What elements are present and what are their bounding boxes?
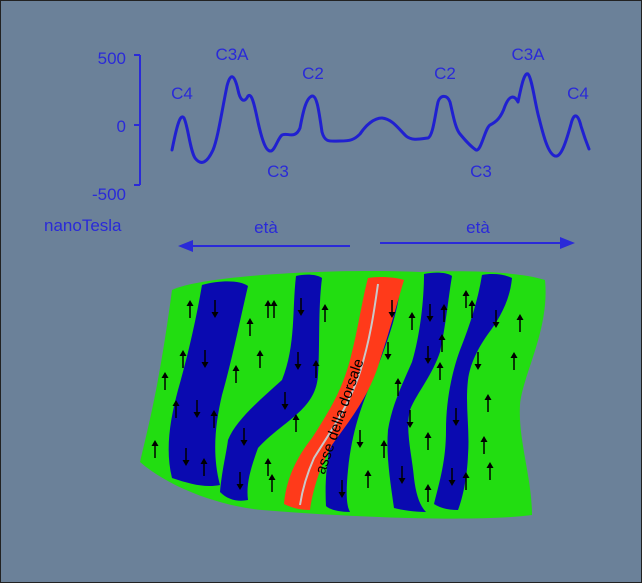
magnetic-profile: 500 0 -500 nanoTesla C4 C3A C3 C2 C2 C3A… [44,45,591,235]
arrow-head-up [468,300,476,306]
age-arrow-right-head [560,237,575,249]
arrow-head-down [211,312,219,318]
arrow-head-up [364,470,372,476]
arrow-head-down [492,322,500,328]
reversed-stripe-5 [434,274,512,510]
magnetic-anomaly-trace [170,72,591,164]
y-tick-label-500: 500 [98,49,126,68]
arrow-head-up [462,290,470,296]
anomaly-label-c2-right: C2 [434,64,456,83]
age-arrow-left-head [178,240,193,252]
arrow-head-up [312,360,320,366]
y-tick-label-minus-500: -500 [92,185,126,204]
arrow-head-up [232,365,240,371]
arrow-head-up [161,372,169,378]
unit-label: nanoTesla [44,216,122,235]
polarity-arrows [151,290,524,502]
arrow-head-down [424,358,432,364]
arrow-head-up [408,312,416,318]
reversed-stripe-1 [168,281,248,487]
reversed-stripe-2 [220,274,322,501]
arrow-head-down [240,440,248,446]
arrow-head-up [480,436,488,442]
arrow-head-down [193,412,201,418]
arrow-head-up [424,484,432,490]
arrow-head-down [201,362,209,368]
arrow-head-up [270,300,278,306]
arrow-head-down [297,310,305,316]
arrow-head-down [388,312,396,318]
arrow-head-up [179,350,187,356]
arrow-head-up [268,474,276,480]
arrow-head-down [338,492,346,498]
arrow-head-up [200,458,208,464]
arrow-head-down [236,484,244,490]
anomaly-label-c3a-left: C3A [215,45,249,64]
arrow-head-up [186,300,194,306]
arrow-head-up [264,300,272,306]
arrow-head-down [426,316,434,322]
arrow-head-up [510,352,518,358]
arrow-head-down [356,442,364,448]
arrow-head-down [294,364,302,370]
anomaly-label-c2-left: C2 [302,64,324,83]
anomaly-label-c4-left: C4 [171,84,193,103]
arrow-head-up [380,440,388,446]
arrow-head-up [424,432,432,438]
arrow-head-up [516,314,524,320]
age-arrows: età età [178,218,575,252]
arrow-head-up [256,350,264,356]
arrow-head-down [448,480,456,486]
arrow-head-up [210,410,218,416]
anomaly-label-c4-right: C4 [567,84,589,103]
arrow-head-down [384,354,392,360]
arrow-head-up [292,414,300,420]
arrow-head-down [474,364,482,370]
arrow-head-up [172,400,180,406]
arrow-head-up [151,440,159,446]
seafloor-stripes: asse della dorsale [140,270,546,519]
arrow-head-up [484,394,492,400]
arrow-head-down [452,420,460,426]
anomaly-label-c3a-right: C3A [511,45,545,64]
anomaly-label-c3-left: C3 [267,162,289,181]
arrow-head-down [398,478,406,484]
arrow-head-up [246,318,254,324]
arrow-head-up [321,304,329,310]
arrow-head-up [264,458,272,464]
reversed-stripe-4 [387,272,452,512]
y-tick-label-0: 0 [117,117,126,136]
arrow-head-down [281,404,289,410]
age-label-left: età [254,218,278,237]
arrow-head-up [440,304,448,310]
arrow-head-up [438,334,446,340]
ridge-axis-band [284,276,404,510]
arrow-head-down [406,422,414,428]
arrow-head-down [182,460,190,466]
arrow-head-up [436,362,444,368]
anomaly-label-c3-right: C3 [470,162,492,181]
arrow-head-up [394,378,402,384]
arrow-head-up [462,472,470,478]
age-label-right: età [466,218,490,237]
arrow-head-up [486,462,494,468]
ridge-axis-line [299,283,379,506]
